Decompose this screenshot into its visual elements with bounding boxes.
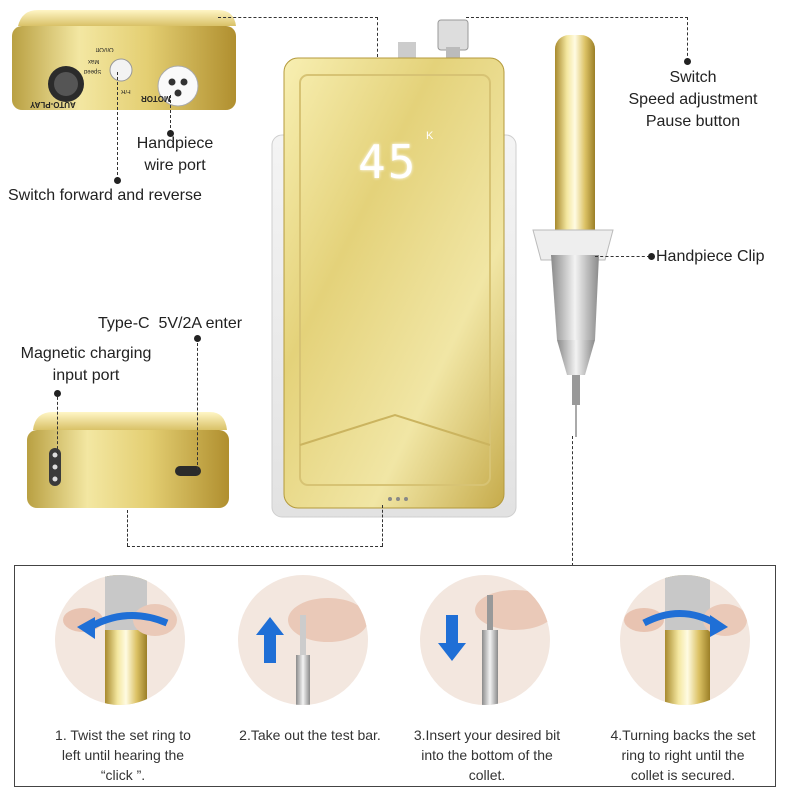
handpiece — [525, 30, 620, 440]
leader-knob-down — [687, 17, 688, 61]
handpiece-wire-port-line-1: Handpiece — [136, 135, 214, 152]
leader-knob — [466, 17, 688, 18]
leader-fr — [117, 72, 118, 180]
on-off-label: On/Off — [96, 46, 114, 52]
step-1-line-1: 1. Twist the set ring to — [55, 727, 191, 743]
max-label: Max — [88, 58, 100, 64]
magnetic-charging-line-2: input port — [52, 367, 120, 384]
step-1-line-3: “click ”. — [100, 767, 146, 783]
display-unit: K — [426, 130, 434, 142]
magnetic-charging-line-1: Magnetic charging — [20, 345, 152, 362]
step-3-line-1: 3.Insert your desired bit — [413, 727, 561, 743]
step-1-text: 1. Twist the set ring to left until hear… — [38, 725, 208, 785]
handpiece-clip-callout: Handpiece Clip — [656, 248, 765, 265]
switch-callout-line-3: Pause button — [645, 113, 741, 130]
leader-fr-dot — [114, 177, 121, 184]
speed-label: Speed — [84, 68, 102, 74]
step-4-line-3: collet is secured. — [630, 767, 736, 783]
step-4-line-2: ring to right until the — [621, 747, 745, 763]
leader-typec-dot — [194, 335, 201, 342]
switch-callout-line-1: Switch — [669, 69, 717, 86]
leader-top — [218, 17, 378, 18]
step-4-text: 4.Turning backs the set ring to right un… — [598, 725, 768, 785]
magnetic-charging-callout: Magnetic charging input port — [6, 343, 166, 387]
leader-port — [170, 95, 171, 133]
leader-bottom-b — [127, 546, 383, 547]
leader-top-down — [377, 17, 378, 57]
device-back-view: MOTOR AUTO-PLAY Speed Max On/Off F/R — [8, 8, 238, 113]
step-3-line-3: collet. — [468, 767, 506, 783]
leader-port-dot — [167, 130, 174, 137]
leader-mag-dot — [54, 390, 61, 397]
leader-bottom-a — [127, 510, 128, 546]
motor-label: MOTOR — [141, 94, 171, 103]
type-c-callout: Type-C 5V/2A enter — [98, 315, 243, 332]
device-side-illustration — [27, 412, 229, 508]
leader-handpiece-panel — [572, 436, 573, 566]
step-3-line-2: into the bottom of the — [421, 747, 553, 763]
main-device-illustration — [271, 19, 517, 518]
step-1-line-2: left until hearing the — [61, 747, 185, 763]
step-4-image — [620, 575, 750, 705]
handpiece-wire-port-callout: Handpiece wire port — [110, 133, 240, 177]
step-2-illustration — [256, 598, 368, 705]
fr-label: F/R — [121, 88, 131, 94]
step-4-line-1: 4.Turning backs the set — [610, 727, 756, 743]
leader-mag — [57, 392, 58, 454]
handpiece-illustration — [532, 35, 614, 437]
step-4-illustration — [624, 575, 747, 705]
step-1-image — [55, 575, 185, 705]
switch-callout-line-2: Speed adjustment — [628, 91, 758, 108]
step-2-text: 2.Take out the test bar. — [225, 725, 395, 745]
display-value: 45 — [358, 135, 418, 189]
step-3-image — [420, 575, 550, 705]
device-back-illustration — [12, 10, 236, 110]
device-side-view — [25, 410, 230, 510]
step-3-text: 3.Insert your desired bit into the botto… — [402, 725, 572, 785]
auto-play-label: AUTO-PLAY — [30, 100, 76, 109]
leader-knob-dot — [684, 58, 691, 65]
leader-clip-dot — [648, 253, 655, 260]
leader-clip — [595, 256, 650, 257]
switch-callout: Switch Speed adjustment Pause button — [608, 67, 778, 133]
leader-bottom-c — [382, 505, 383, 546]
step-2-line-1: 2.Take out the test bar. — [239, 727, 381, 743]
step-2-image — [238, 575, 368, 705]
handpiece-wire-port-line-2: wire port — [144, 157, 206, 174]
main-device: 45 K — [270, 15, 520, 520]
switch-forward-reverse-callout: Switch forward and reverse — [8, 187, 202, 204]
step-3-illustration — [438, 590, 550, 705]
leader-typec — [197, 338, 198, 470]
step-1-illustration — [63, 575, 177, 705]
